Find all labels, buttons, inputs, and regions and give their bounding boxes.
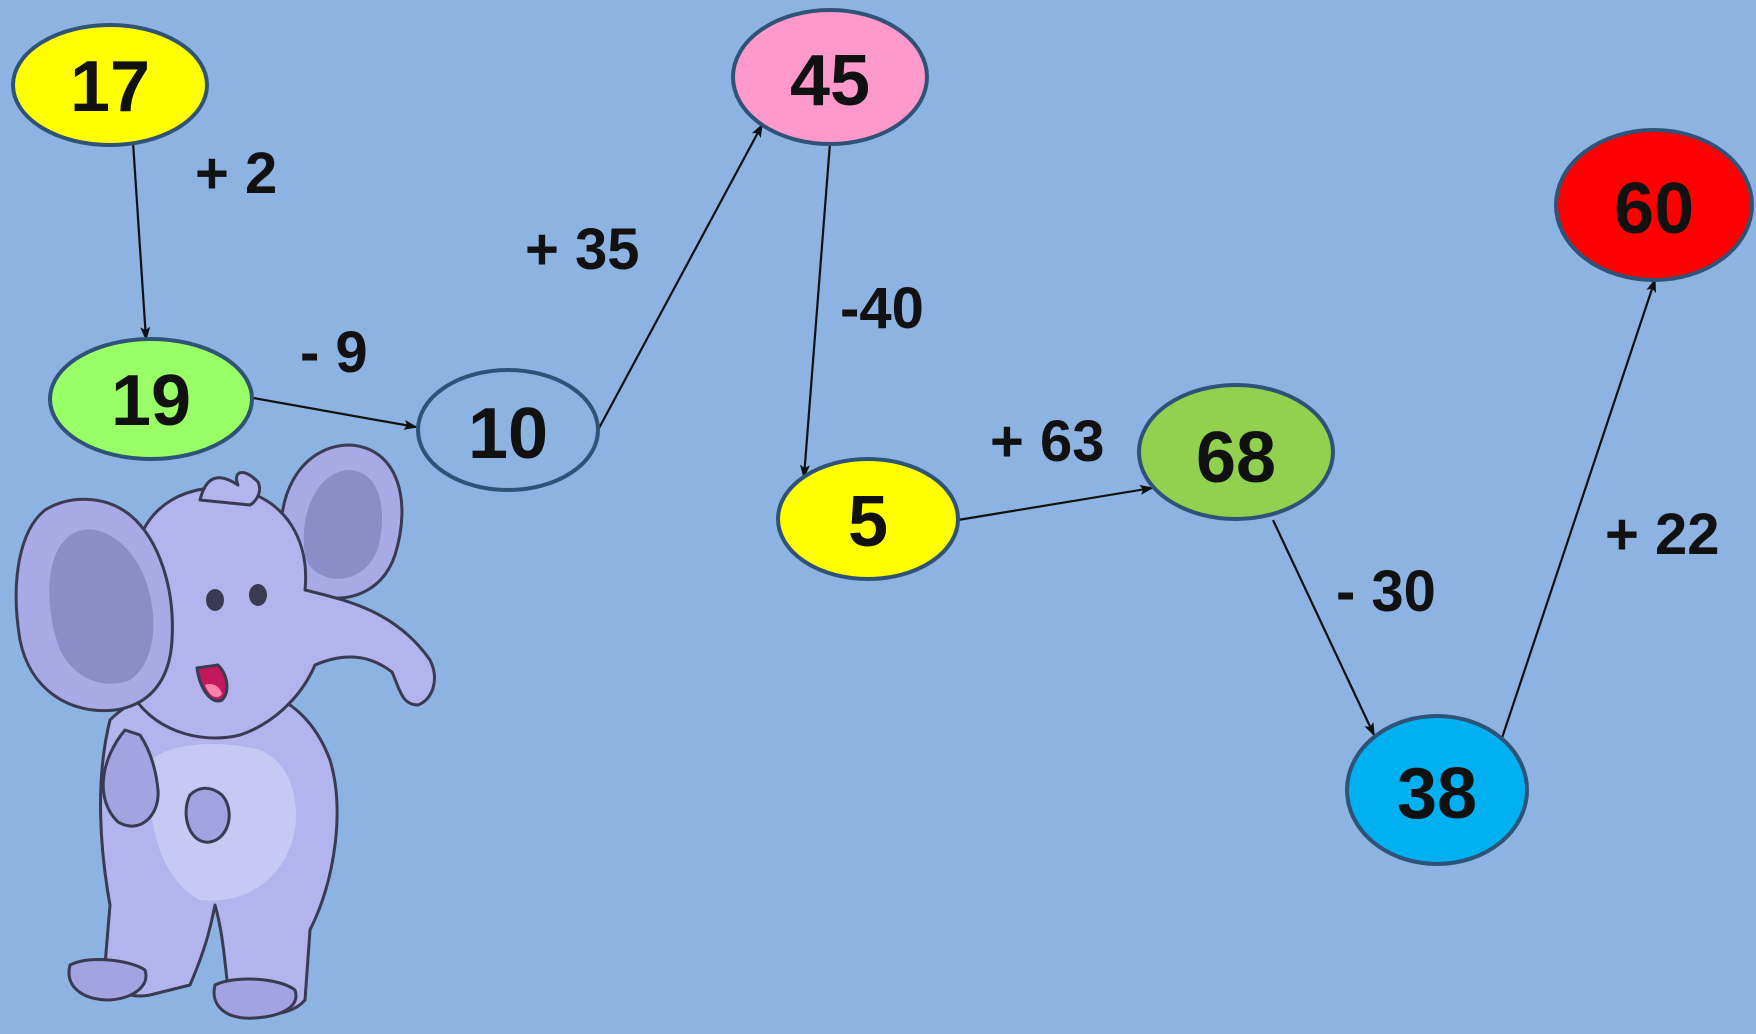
op-label: + 22 [1605,502,1720,567]
node-ellipse [776,457,960,581]
arrow-10-to-45 [597,123,763,431]
elephant-eye-left [206,589,224,611]
node-ellipse [416,368,600,492]
node-19: 19 [48,337,254,461]
arrow-68-to-38 [1272,519,1375,737]
elephant-eye-right [249,584,267,606]
node-17: 17 [11,23,209,147]
node-value: 5 [848,482,888,562]
op-label: + 63 [990,409,1105,474]
elephant-arm-right [184,786,231,844]
op-label: - 30 [1336,559,1436,624]
op-label: -40 [840,276,924,341]
node-ellipse [1137,383,1335,521]
node-ellipse [1345,714,1529,866]
operation-labels: + 2 - 9 + 35 -40 + 63 - 30 + 22 [195,141,1720,624]
elephant-foot-right [212,977,298,1020]
node-60: 60 [1554,128,1754,282]
node-value: 38 [1397,754,1477,834]
nodes: 17 19 10 45 5 68 38 60 [11,8,1754,866]
node-38: 38 [1345,714,1529,866]
arrow-17-to-19 [131,141,151,341]
node-5: 5 [776,457,960,581]
node-value: 60 [1614,169,1694,249]
node-68: 68 [1137,383,1335,521]
op-label: + 35 [525,217,640,282]
node-value: 68 [1196,418,1276,498]
node-value: 45 [790,41,870,121]
node-ellipse [1554,128,1754,282]
node-ellipse [11,23,209,147]
arrow-5-to-68 [957,485,1154,522]
op-label: - 9 [300,320,368,385]
node-45: 45 [731,8,929,146]
elephant-ear-right-inner [303,470,383,579]
elephant-illustration [14,443,436,1020]
op-label: + 2 [195,141,277,206]
node-value: 19 [111,361,191,441]
node-ellipse [731,8,929,146]
node-10: 10 [416,368,600,492]
node-value: 10 [468,394,548,474]
connectors [131,123,1657,739]
elephant-foot-left [67,958,148,1002]
arrow-38-to-60 [1500,278,1657,739]
elephant-ear-left-inner [49,529,154,684]
arrow-45-to-5 [799,142,832,479]
elephant-arm-left [101,728,160,828]
elephant-tongue [205,684,222,698]
arrow-19-to-10 [252,396,418,430]
elephant-hair [198,471,262,507]
node-value: 17 [70,47,150,127]
node-ellipse [48,337,254,461]
